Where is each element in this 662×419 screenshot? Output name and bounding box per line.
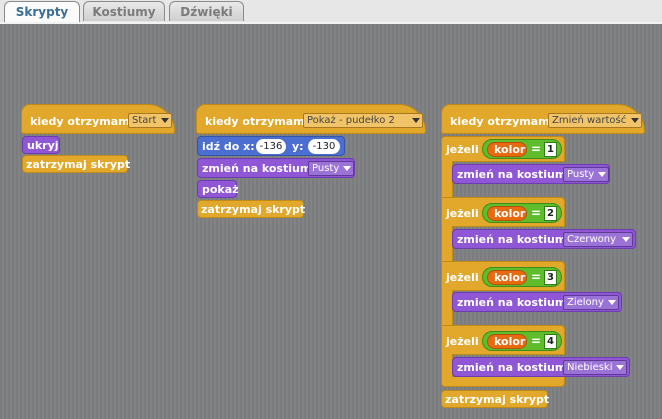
if-label: jeżeli xyxy=(446,143,479,156)
costume-value: Pusty xyxy=(567,169,595,180)
costume-value: Czerwony xyxy=(567,234,617,245)
y-label: y: xyxy=(292,140,304,153)
if-block[interactable]: jeżeli kolor = 2 xyxy=(441,197,565,227)
costume-dropdown[interactable]: Niebieski xyxy=(563,360,627,375)
tab-sounds[interactable]: Dźwięki xyxy=(169,1,244,21)
value-input[interactable]: 3 xyxy=(544,270,557,285)
variable-name: kolor xyxy=(494,207,526,220)
equals-operator[interactable]: kolor = 3 xyxy=(482,267,562,287)
equals-operator[interactable]: kolor = 1 xyxy=(482,139,562,159)
show-label: pokaż xyxy=(202,183,239,196)
tab-bar: Skrypty Kostiumy Dźwięki xyxy=(0,0,662,22)
show-block[interactable]: pokaż xyxy=(197,180,239,198)
costume-dropdown[interactable]: Czerwony xyxy=(563,232,633,247)
hat-label: kiedy otrzymam xyxy=(205,115,305,128)
costume-value: Zielony xyxy=(567,297,604,308)
if-block[interactable]: jeżeli kolor = 1 xyxy=(441,136,565,162)
hide-label: ukryj xyxy=(27,139,59,152)
value-input[interactable]: 4 xyxy=(544,334,557,349)
stop-label: zatrzymaj skrypt xyxy=(26,158,131,171)
equals-sign: = xyxy=(531,142,542,156)
hide-block[interactable]: ukryj xyxy=(22,136,60,154)
tab-costumes[interactable]: Kostiumy xyxy=(83,1,165,21)
message-value: Start xyxy=(132,115,157,126)
switch-costume-block[interactable]: zmień na kostium Zielony xyxy=(452,292,622,312)
costume-label: zmień na kostium xyxy=(457,296,567,309)
switch-costume-block[interactable]: zmień na kostium Niebieski xyxy=(452,357,630,377)
goto-xy-block[interactable]: idź do x: -136 y: -130 xyxy=(197,136,345,156)
when-receive-hat-block[interactable]: kiedy otrzymam Zmień wartość xyxy=(441,104,645,134)
switch-costume-block[interactable]: zmień na kostium Pusty xyxy=(452,164,610,184)
variable-reporter[interactable]: kolor xyxy=(487,334,527,349)
if-label: jeżeli xyxy=(446,207,479,220)
switch-costume-block[interactable]: zmień na kostium Pusty xyxy=(197,158,355,178)
if-label: jeżeli xyxy=(446,335,479,348)
hat-label: kiedy otrzymam xyxy=(450,115,550,128)
costume-label: zmień na kostium xyxy=(457,361,567,374)
variable-name: kolor xyxy=(494,335,526,348)
hat-label: kiedy otrzymam xyxy=(30,115,130,128)
costume-label: zmień na kostium xyxy=(202,162,312,175)
variable-name: kolor xyxy=(494,271,526,284)
costume-dropdown[interactable]: Pusty xyxy=(308,161,354,176)
message-dropdown[interactable]: Start xyxy=(128,113,172,128)
costume-label: zmień na kostium xyxy=(457,168,567,181)
if-bottom xyxy=(441,377,565,387)
variable-reporter[interactable]: kolor xyxy=(487,270,527,285)
goto-label: idź do x: xyxy=(202,140,255,153)
equals-sign: = xyxy=(531,206,542,220)
switch-costume-block[interactable]: zmień na kostium Czerwony xyxy=(452,229,636,249)
tab-scripts[interactable]: Skrypty xyxy=(4,1,80,22)
if-block[interactable]: jeżeli kolor = 4 xyxy=(441,325,565,355)
message-dropdown[interactable]: Pokaż - pudełko 2 xyxy=(303,113,423,128)
chevron-down-icon xyxy=(161,118,169,123)
if-label: jeżeli xyxy=(446,271,479,284)
value-input[interactable]: 2 xyxy=(544,206,557,221)
equals-sign: = xyxy=(531,334,542,348)
costume-label: zmień na kostium xyxy=(457,233,567,246)
stop-script-block[interactable]: zatrzymaj skrypt xyxy=(197,200,306,218)
costume-value: Pusty xyxy=(312,163,340,174)
chevron-down-icon xyxy=(343,166,351,171)
if-block[interactable]: jeżeli kolor = 3 xyxy=(441,261,565,291)
chevron-down-icon xyxy=(622,237,630,242)
costume-dropdown[interactable]: Zielony xyxy=(563,295,619,310)
chevron-down-icon xyxy=(631,118,639,123)
costume-dropdown[interactable]: Pusty xyxy=(563,167,609,182)
chevron-down-icon xyxy=(598,172,606,177)
chevron-down-icon xyxy=(608,300,616,305)
message-value: Zmień wartość xyxy=(552,115,627,126)
x-input[interactable]: -136 xyxy=(256,139,286,154)
costume-value: Niebieski xyxy=(567,362,613,373)
stop-script-block[interactable]: zatrzymaj skrypt xyxy=(22,155,131,173)
value-input[interactable]: 1 xyxy=(544,142,557,157)
variable-name: kolor xyxy=(494,143,526,156)
message-dropdown[interactable]: Zmień wartość xyxy=(548,113,642,128)
stop-label: zatrzymaj skrypt xyxy=(445,393,550,406)
message-value: Pokaż - pudełko 2 xyxy=(307,115,395,126)
chevron-down-icon xyxy=(616,365,624,370)
stop-label: zatrzymaj skrypt xyxy=(201,203,306,216)
equals-sign: = xyxy=(531,270,542,284)
stop-script-block[interactable]: zatrzymaj skrypt xyxy=(441,390,550,408)
equals-operator[interactable]: kolor = 4 xyxy=(482,331,562,351)
equals-operator[interactable]: kolor = 2 xyxy=(482,203,562,223)
when-receive-hat-block[interactable]: kiedy otrzymam Pokaż - pudełko 2 xyxy=(196,104,426,134)
variable-reporter[interactable]: kolor xyxy=(487,206,527,221)
variable-reporter[interactable]: kolor xyxy=(487,142,527,157)
y-input[interactable]: -130 xyxy=(308,139,340,154)
chevron-down-icon xyxy=(412,118,420,123)
when-receive-hat-block[interactable]: kiedy otrzymam Start xyxy=(21,104,175,134)
